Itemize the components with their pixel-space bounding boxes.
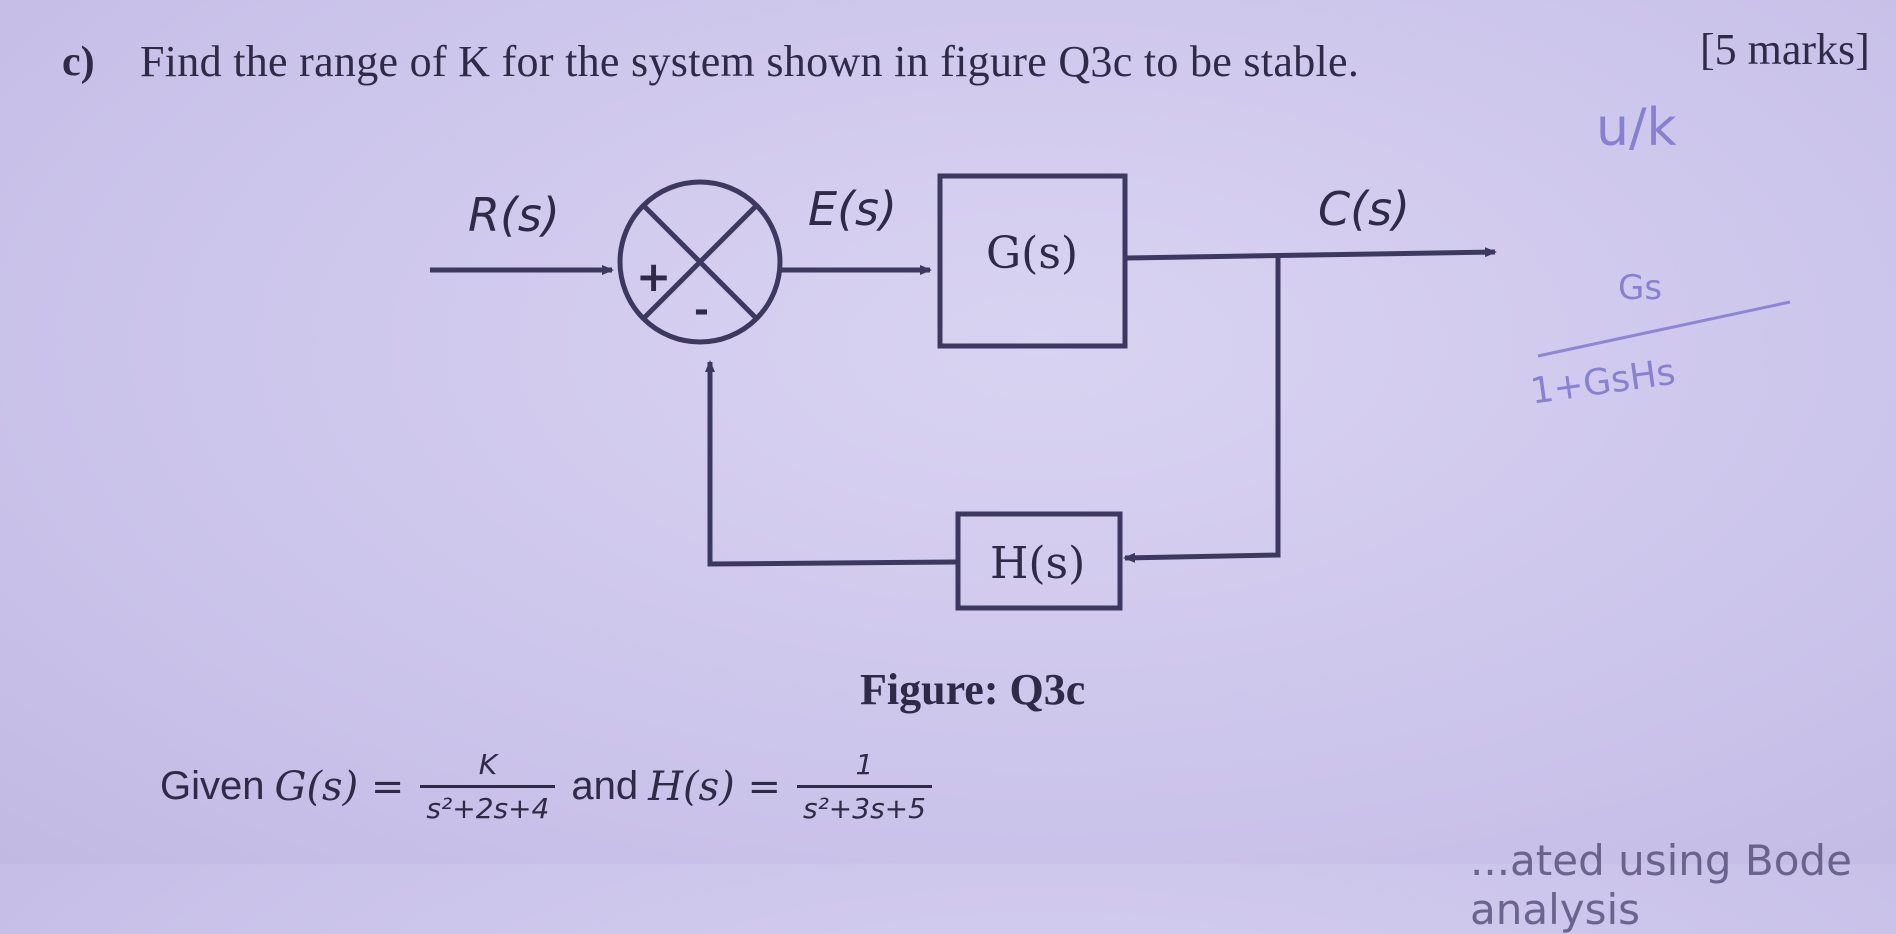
feedback-down (1123, 256, 1281, 563)
question-text: Find the range of K for the system shown… (140, 37, 1360, 86)
bottom-partial-text: ...ated using Bode analysis (1470, 836, 1852, 934)
error-signal-label: E(s) (808, 182, 897, 236)
h-lhs: H(s) = (648, 763, 781, 810)
hand-fraction-numerator: Gs (1618, 268, 1663, 308)
g-denominator: s²+2s+4 (420, 785, 556, 825)
g-lhs: G(s) = (274, 763, 405, 810)
question-label: c) (62, 39, 95, 85)
g-fraction: K s²+2s+4 (420, 748, 556, 825)
sum-plus-sign: + (636, 252, 672, 301)
h-fraction: 1 s²+3s+5 (796, 748, 932, 825)
g-block-label: G(s) (986, 228, 1079, 279)
h-denominator: s²+3s+5 (796, 785, 932, 825)
g-numerator: K (478, 748, 498, 781)
hand-fraction-bar (1537, 300, 1791, 358)
hand-note-top: u/k (1596, 98, 1677, 158)
given-equations: Given G(s) = K s²+2s+4 and H(s) = 1 s²+3… (160, 748, 938, 825)
h-numerator: 1 (855, 748, 874, 781)
input-signal-label: R(s) (468, 188, 560, 242)
output-signal-label: C(s) (1318, 182, 1410, 236)
block-diagram (430, 173, 1791, 611)
given-connector: and (571, 764, 639, 808)
marks-badge: [5 marks] (1700, 25, 1870, 74)
figure-caption: Figure: Q3c (860, 665, 1086, 714)
g-block (937, 173, 1128, 349)
given-prefix: Given (160, 764, 265, 808)
h-block-label: H(s) (990, 538, 1086, 589)
feedback-up (705, 360, 959, 567)
output-arrow (1124, 247, 1497, 261)
h-block (955, 511, 1123, 611)
summing-junction (617, 179, 783, 345)
sum-cross-2 (642, 204, 758, 320)
sum-minus-sign: - (694, 290, 709, 331)
